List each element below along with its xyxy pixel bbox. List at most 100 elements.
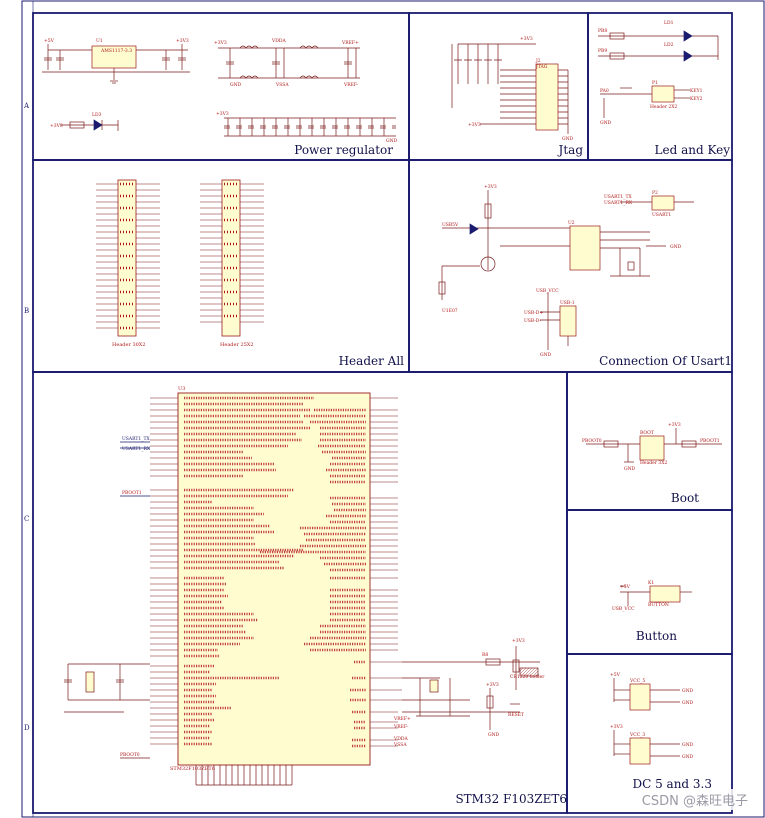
svg-text:VSSA: VSSA [393, 742, 407, 748]
boot-header [639, 435, 665, 461]
svg-text:BUTTON: BUTTON [648, 602, 669, 608]
svg-text:GND: GND [540, 352, 552, 358]
svg-text:VCC_3: VCC_3 [629, 732, 645, 738]
svg-text:+3V3: +3V3 [484, 184, 497, 190]
row-letters: A B C D [23, 102, 30, 732]
header-left-label: Header 30X2 [112, 342, 146, 348]
svg-text:VREF-: VREF- [393, 724, 409, 730]
svg-text:USART1_RX: USART1_RX [122, 446, 151, 452]
led-key-circuit [598, 30, 719, 118]
header-left: Header 30X2 [96, 179, 160, 348]
svg-text:GND: GND [682, 688, 694, 694]
svg-text:+3V3: +3V3 [486, 682, 499, 688]
svg-text:PB8: PB8 [598, 28, 607, 34]
svg-text:VREF+: VREF+ [393, 716, 411, 722]
svg-text:+3V3: +3V3 [668, 422, 681, 428]
row-letter-c: C [24, 515, 29, 523]
row-letter-d: D [24, 724, 30, 732]
svg-text:+5V: +5V [44, 38, 55, 44]
svg-text:GND: GND [386, 138, 398, 144]
svg-text:VREF-: VREF- [343, 82, 359, 88]
usart-header [651, 195, 675, 211]
usb-connector [559, 305, 577, 337]
dc-circuit [613, 678, 680, 765]
svg-text:PBOOT1: PBOOT1 [700, 438, 720, 444]
svg-text:U1: U1 [96, 38, 103, 44]
svg-text:USB-1: USB-1 [560, 300, 575, 306]
key-header [651, 85, 675, 103]
svg-text:USB_VCC: USB_VCC [536, 288, 559, 294]
mcu-ref: U3 [178, 386, 185, 392]
svg-text:PA0: PA0 [600, 88, 609, 94]
svg-text:P2: P2 [652, 190, 658, 196]
svg-text:PBOOT0: PBOOT0 [582, 438, 602, 444]
svg-text:KEY2: KEY2 [690, 96, 703, 102]
svg-text:+3V3: +3V3 [468, 122, 481, 128]
svg-text:Header 3X2: Header 3X2 [640, 460, 667, 466]
section-title-mcu: STM32 F103ZET6 [455, 792, 567, 806]
svg-text:J2: J2 [535, 58, 541, 64]
section-title-usart: Connection Of Usart1 [599, 354, 732, 368]
svg-text:VDDA: VDDA [271, 38, 286, 44]
svg-text:CR1220 holder: CR1220 holder [510, 674, 545, 680]
cap-bank [227, 118, 385, 136]
boot-circuit [586, 428, 722, 463]
button-labels: +5V K1 BUTTON USB_VCC [612, 580, 669, 612]
svg-text:USART1_TX: USART1_TX [122, 436, 151, 442]
watermark-text: CSDN @森旺电子 [638, 789, 751, 810]
vcc33-header [629, 737, 651, 765]
svg-text:USB_VCC: USB_VCC [612, 606, 635, 612]
svg-text:PBOOT0: PBOOT0 [120, 752, 140, 758]
section-title-boot: Boot [671, 491, 699, 505]
section-title-led-key: Led and Key [655, 143, 731, 157]
svg-text:GND: GND [682, 742, 694, 748]
svg-text:USB5V: USB5V [442, 222, 459, 228]
svg-text:GND: GND [682, 754, 694, 760]
svg-text:+3V3: +3V3 [216, 111, 229, 117]
svg-text:USART1_TX: USART1_TX [604, 194, 633, 200]
vcc5-header [629, 683, 651, 711]
svg-text:PB9: PB9 [598, 48, 607, 54]
jtag-connector [535, 63, 559, 131]
section-frames [32, 12, 733, 814]
svg-text:GND: GND [682, 700, 694, 706]
ch340-ic [569, 225, 601, 271]
row-letter-b: B [24, 307, 29, 315]
reset-rtc-circuit [402, 646, 540, 730]
svg-text:KEY1: KEY1 [690, 88, 703, 94]
svg-text:+3V3: +3V3 [512, 638, 525, 644]
section-titles: Power regulator Jtag Led and Key Header … [294, 143, 732, 806]
svg-text:LD3: LD3 [92, 112, 102, 118]
svg-text:+5V: +5V [620, 584, 631, 590]
header-right-label: Header 25X2 [220, 342, 254, 348]
svg-text:R8: R8 [482, 652, 488, 658]
mcu-symbol: U3 STM32F103ZET6 [120, 386, 402, 786]
svg-text:USB-D-: USB-D- [524, 318, 541, 324]
hse-crystal-circuit [64, 663, 150, 713]
section-title-jtag: Jtag [557, 143, 584, 157]
usart-circuit [438, 190, 694, 350]
svg-text:+5V: +5V [610, 672, 621, 678]
svg-text:GND: GND [624, 466, 636, 472]
svg-text:GND: GND [600, 120, 612, 126]
svg-text:GND: GND [562, 136, 574, 142]
svg-text:+3V3: +3V3 [520, 36, 533, 42]
svg-text:+3V3: +3V3 [214, 40, 227, 46]
svg-text:AMS1117-3.3: AMS1117-3.3 [100, 48, 132, 54]
svg-text:K1: K1 [648, 580, 654, 586]
svg-text:GND: GND [488, 732, 500, 738]
tact-button [649, 585, 681, 603]
svg-text:Header 2X2: Header 2X2 [650, 104, 677, 110]
svg-text:U2: U2 [568, 220, 575, 226]
header-right: Header 25X2 [200, 179, 264, 348]
svg-text:+3V3: +3V3 [610, 724, 623, 730]
svg-text:+3V3: +3V3 [176, 38, 189, 44]
section-title-header-all: Header All [339, 354, 405, 368]
button-circuit [620, 585, 692, 606]
